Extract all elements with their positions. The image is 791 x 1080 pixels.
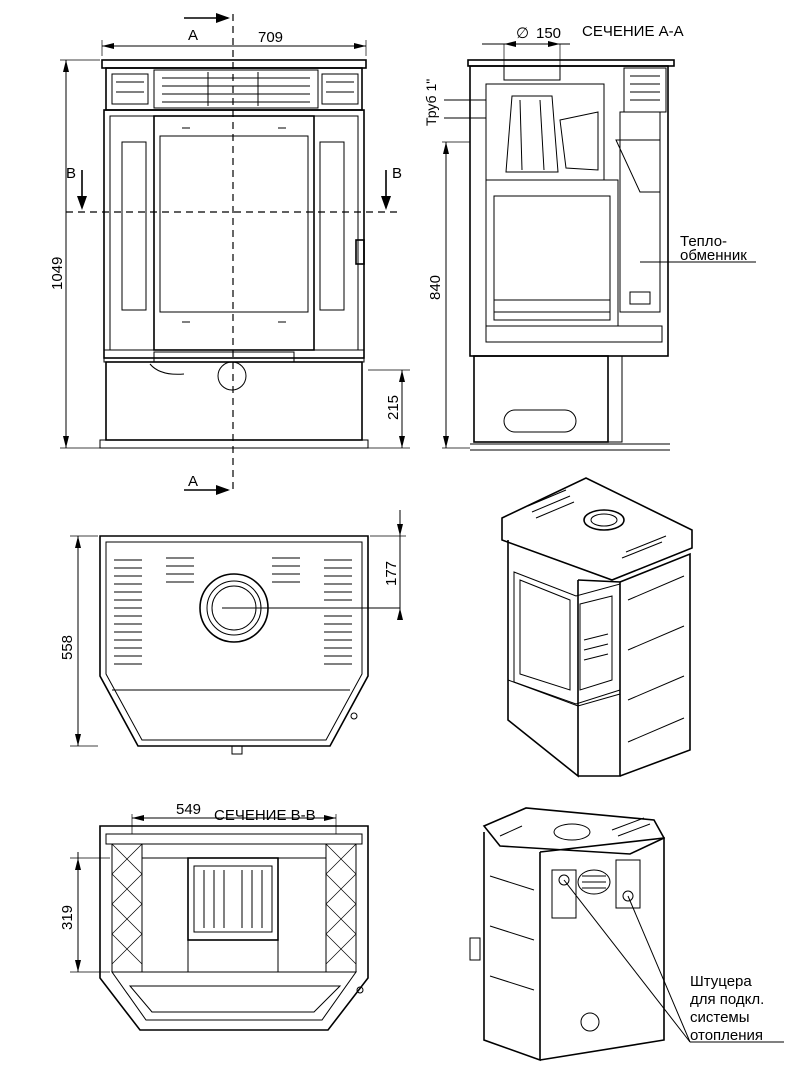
dim-bb-width: 549 <box>176 801 201 818</box>
section-aa-view: СЕЧЕНИЕ А-А ∅ 150 Труб 1" 840 Тепло- обм… <box>423 23 756 451</box>
dim-section-height: 840 <box>427 275 444 300</box>
section-aa-title: СЕЧЕНИЕ А-А <box>582 23 684 40</box>
fittings-label-2: для подкл. <box>690 991 764 1008</box>
section-bb-title: СЕЧЕНИЕ В-В <box>214 807 316 824</box>
diameter-symbol: ∅ <box>516 25 529 42</box>
plan-vent-slots <box>114 557 352 665</box>
dim-height: 1049 <box>49 257 66 290</box>
dim-plan-depth: 558 <box>59 635 76 660</box>
section-letter-b-left: B <box>66 165 76 182</box>
dim-bb-depth: 319 <box>59 905 76 930</box>
top-plan-view: 558 177 <box>59 510 406 755</box>
dim-top-width: 709 <box>258 29 283 46</box>
section-letter-a-bottom: A <box>188 473 198 490</box>
fittings-label-3: системы <box>690 1009 750 1026</box>
dim-plinth: 215 <box>385 395 402 420</box>
fittings-label-4: отопления <box>690 1027 763 1044</box>
isometric-back-view: Штуцера для подкл. системы отопления <box>469 807 784 1062</box>
front-grille-slots <box>111 72 359 106</box>
heat-exchanger-label-1: Тепло- <box>680 233 727 250</box>
section-letter-a-top: A <box>188 27 198 44</box>
isometric-front-view <box>501 477 693 778</box>
heat-exchanger-label-2: обменник <box>680 247 747 264</box>
fittings-label-1: Штуцера <box>690 973 752 990</box>
pipe-label: Труб 1" <box>423 79 439 126</box>
dim-flue-offset: 177 <box>383 561 400 586</box>
section-letter-b-right: B <box>392 165 402 182</box>
section-bb-view: 549 СЕЧЕНИЕ В-В 319 <box>59 801 369 1031</box>
front-view: 709 1049 215 A A B B <box>49 13 410 495</box>
dim-pipe-diameter: 150 <box>536 25 561 42</box>
